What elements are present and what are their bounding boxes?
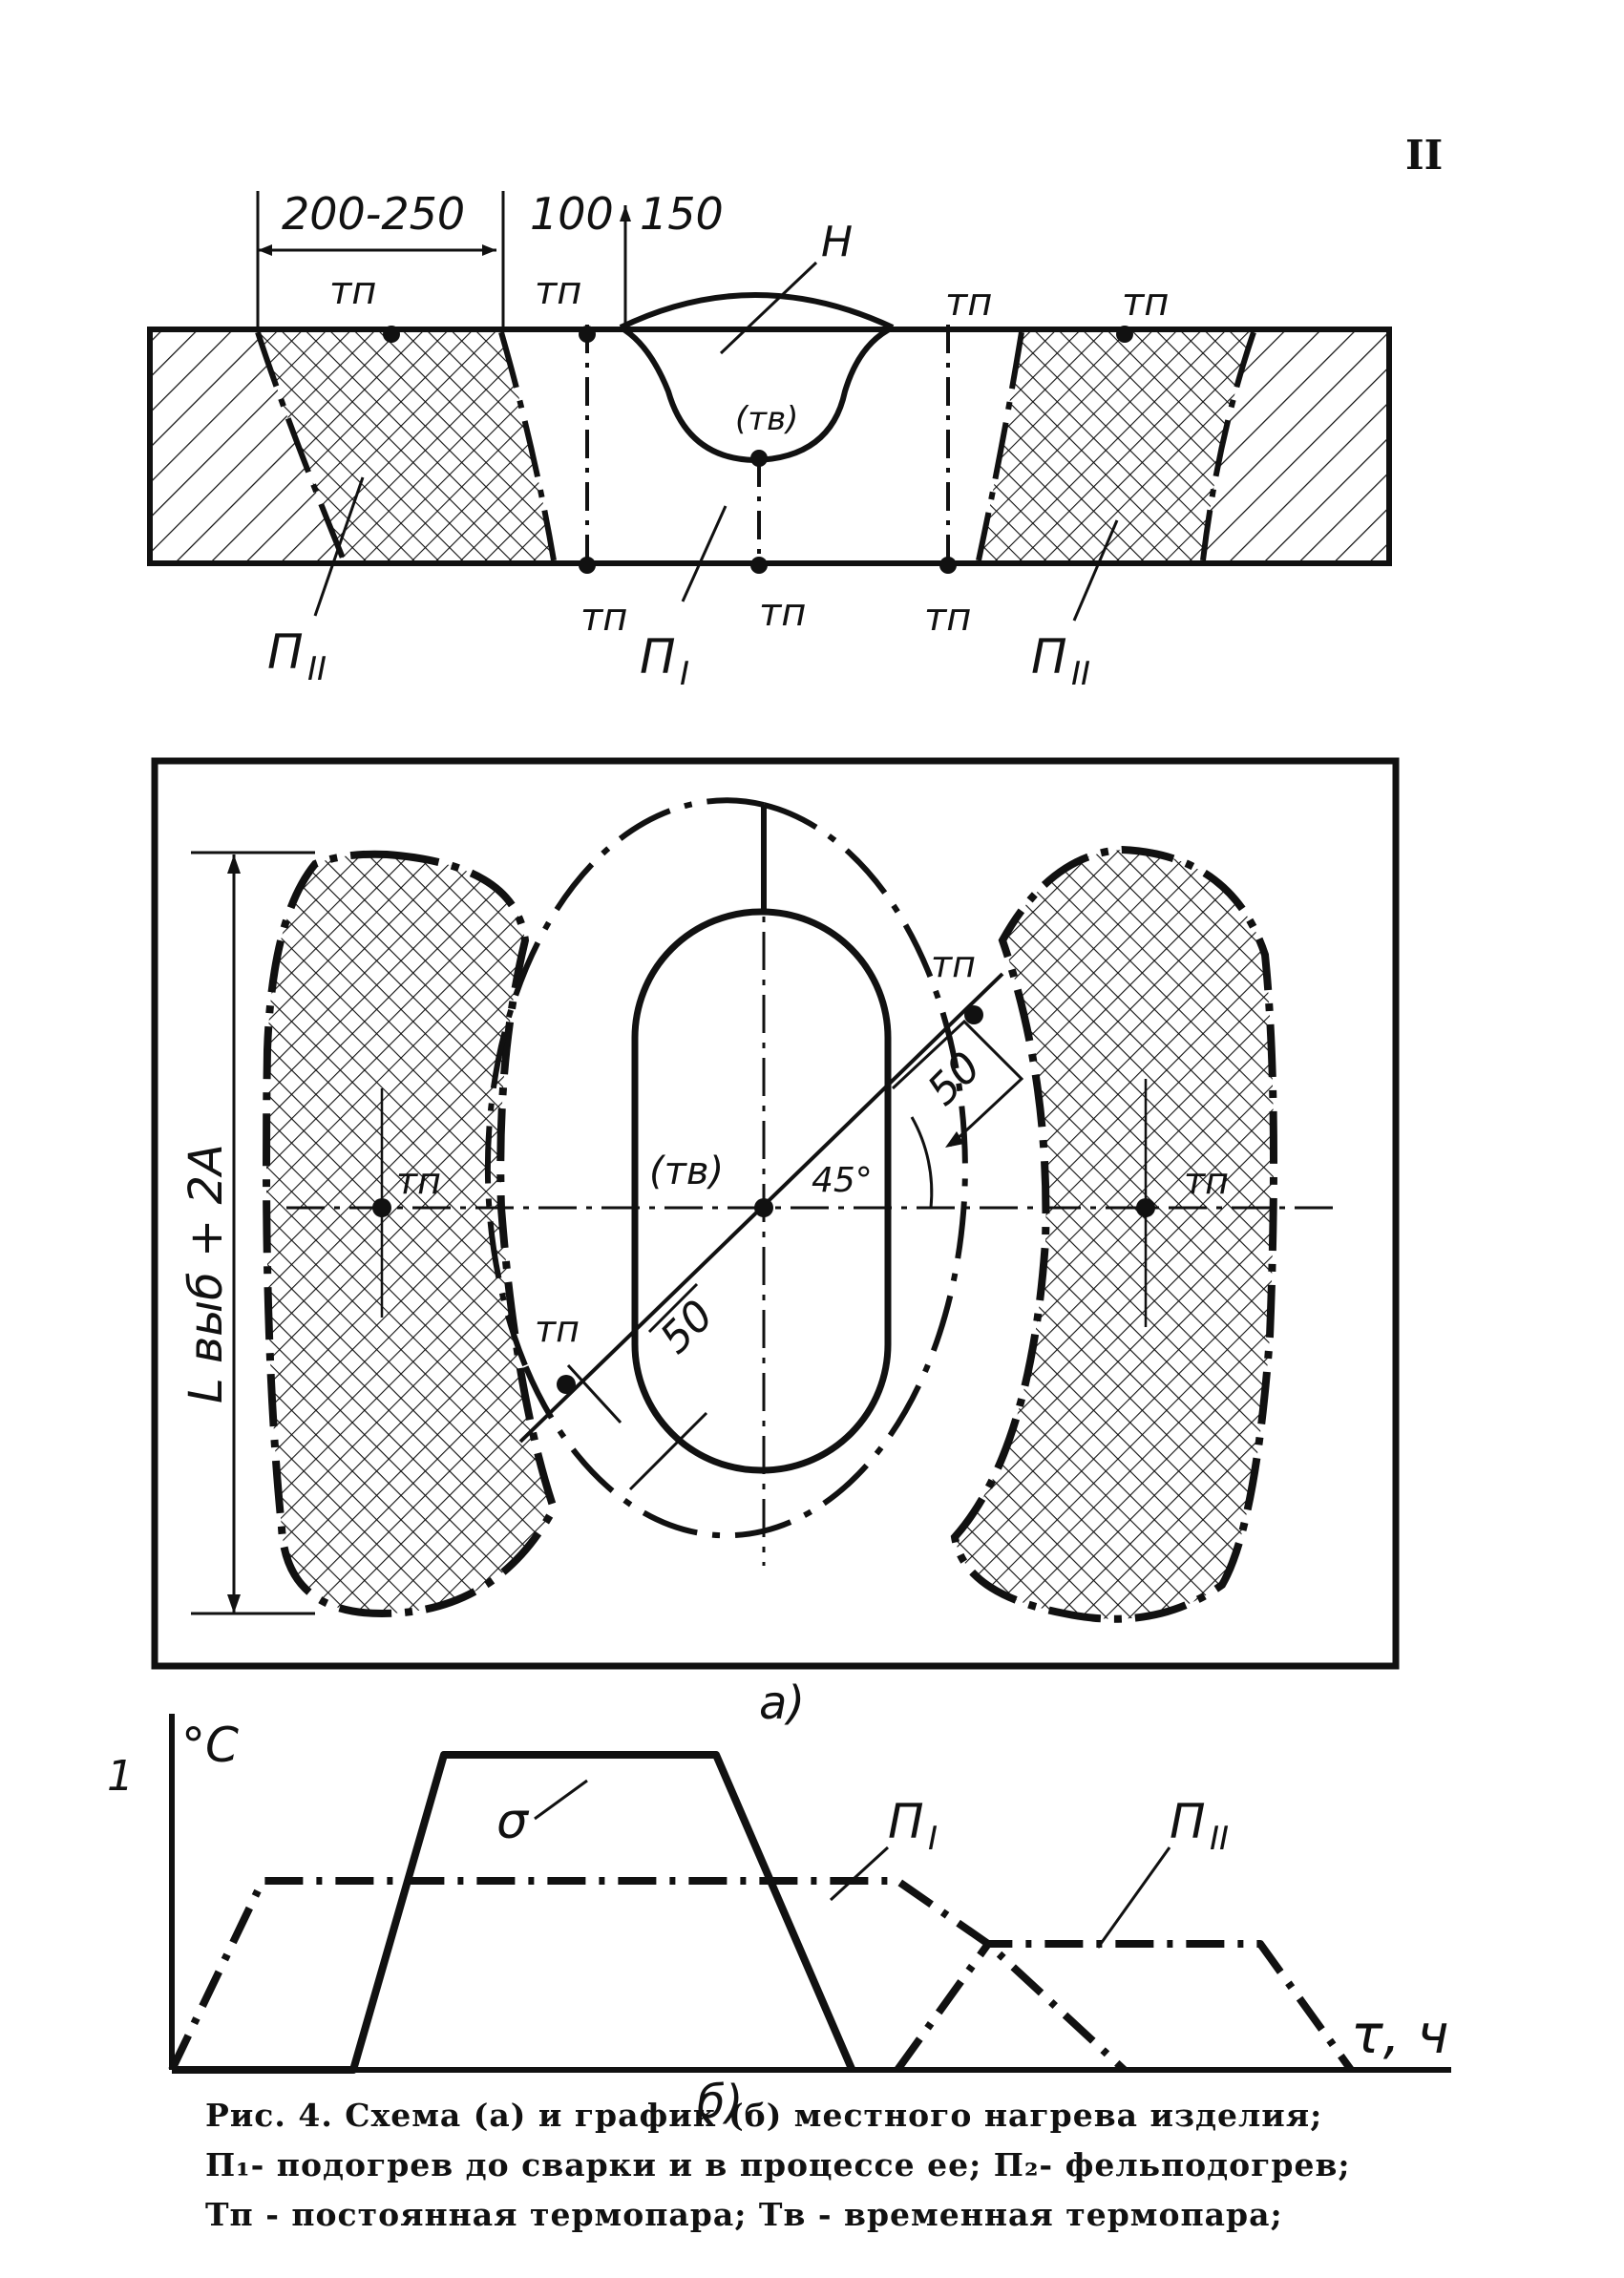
plate-hatch-left [153,332,344,560]
y-unit: °С [181,1718,239,1773]
x-unit: τ, ч [1351,2004,1448,2066]
tp-label: тп [1122,281,1169,325]
tp-label: тп [759,591,806,635]
caption-line-1: Рис. 4. Схема (а) и график (б) местного … [205,2097,1323,2134]
angle-label: 45° [812,1161,873,1200]
tp-label: тп [535,1308,580,1350]
series-line-2 [168,1877,1128,2073]
tp-label: тп [396,1160,441,1202]
zone-pII-right [979,332,1254,560]
curve-label-pI-sub: I [928,1820,938,1858]
tp-dot [1116,326,1133,343]
zone-pII-left [258,332,554,560]
caption-line-2: П₁- подогрев до сварки и в процессе ее; … [205,2146,1351,2183]
figure-caption: Рис. 4. Схема (а) и график (б) местного … [205,2091,1475,2240]
tp-dot [1136,1198,1155,1217]
zone-pII-right-plan [950,845,1277,1623]
tv-dot [754,1198,773,1217]
tp-label: тп [580,596,627,640]
label-pII-right: П [1031,629,1067,685]
curve-label-sigma: σ [496,1793,530,1850]
tp-label: тп [931,943,976,985]
tp-dot [372,1198,391,1217]
dim-150: 150 [640,188,724,240]
y-tick-1: 1 [107,1752,134,1801]
series-line-1 [172,1751,856,2074]
tv-label: (тв) [735,400,798,438]
curve-label-pII: П [1170,1794,1206,1849]
tp-label: тп [924,596,971,640]
plan-frame [151,757,1400,1670]
weld-crown [619,292,895,330]
label-pI: П [640,629,676,685]
tp-dot [557,1375,576,1394]
tp-dot [383,326,400,343]
tv-dot [750,450,768,467]
tp-dot [964,1005,983,1024]
tp-label: тп [1184,1160,1229,1202]
curve-label-pII-sub: II [1210,1820,1229,1858]
excavation-outline [631,908,892,1474]
tp-dot [579,326,596,343]
curve-label-pI: П [888,1794,924,1849]
plate-outline [147,327,1392,566]
label-pII-left: П [267,624,304,680]
weld-label-h: Н [821,218,853,266]
tp-dot [579,557,596,574]
label-b: б) [697,2076,743,2129]
zone-pI-ring [522,802,968,1539]
tp-dot [939,557,957,574]
tp-dot [750,557,768,574]
tv-label: (тв) [649,1150,724,1193]
heating-graph: 1 °С τ, ч σ П I П II б) [107,1714,1451,2129]
caption-line-3: Тп - постоянная термопара; Тв - временна… [205,2196,1283,2233]
label-pII-right-sub: II [1071,655,1090,693]
label-a: а) [759,1677,805,1730]
dim-200-250: 200-250 [282,188,465,240]
label-pII-left-sub: II [307,650,327,688]
tp-label: тп [535,269,581,313]
plan-view: L выб + 2А тп тп тп тп (тв) 45° 50 50 а) [151,757,1400,1730]
series-line-3 [894,1940,1355,2073]
weld-section: 200-250 100 150 тп тп тп тп тп тп тп Н (… [147,188,1392,693]
dim-100: 100 [530,188,614,240]
tp-label: тп [945,281,992,325]
tp-label: тп [329,269,376,313]
label-pI-sub: I [680,655,689,693]
weld-groove [619,325,895,464]
dim-length: L выб + 2А [179,1144,233,1403]
zone-pII-left-plan [263,850,559,1618]
plate-hatch-right [1203,332,1386,560]
page-number: II [1405,132,1444,179]
